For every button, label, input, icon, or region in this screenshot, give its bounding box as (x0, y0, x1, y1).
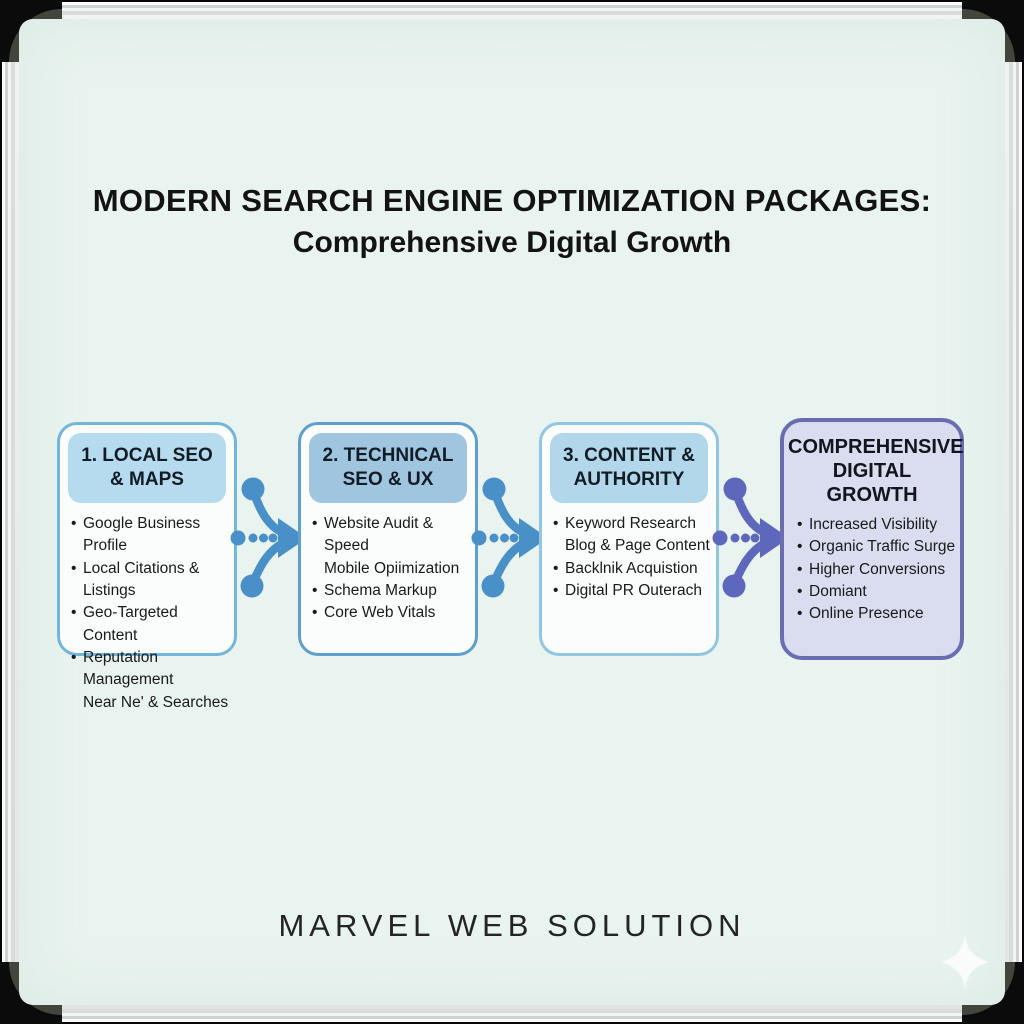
flow-arrow-icon (712, 422, 789, 614)
box-header-line: DIGITAL (832, 460, 912, 482)
list-item: Reputation Management (70, 647, 230, 692)
box-header: 1. LOCAL SEO & MAPS (68, 433, 226, 503)
list-item: Backlnik Acquistion (552, 558, 712, 581)
box-technical-seo-ux: 2. TECHNICAL SEO & UX Website Audit & Sp… (298, 422, 478, 656)
box-header: 3. CONTENT & AUTHORITY (550, 433, 708, 503)
list-item: Schema Markup (311, 580, 471, 603)
flow-arrow-icon (471, 422, 548, 614)
box-header-line: 2. TECHNICAL (322, 445, 454, 467)
list-item-continuation: Near Ne' & Searches (83, 693, 229, 711)
list-item: Local Citations & Listings (70, 558, 230, 603)
box-header-line: 1. LOCAL SEO (81, 445, 213, 467)
title-block: MODERN SEARCH ENGINE OPTIMIZATION PACKAG… (0, 183, 1024, 260)
box-comprehensive-digital-growth: COMPREHENSIVE DIGITAL GROWTH Increased V… (780, 418, 964, 660)
list-item: Website Audit & Speed (311, 513, 471, 558)
box-header-line: COMPREHENSIVE (788, 436, 964, 458)
list-item: Keyword Research (552, 513, 712, 536)
box-header-line: 3. CONTENT & (563, 445, 695, 467)
box-header-line: SEO & UX (342, 469, 434, 490)
sparkle-icon (936, 933, 994, 991)
box-item-list: Website Audit & Speed Mobile Opiimizatio… (301, 513, 475, 625)
seo-flow-diagram: 1. LOCAL SEO & MAPS Google Business Prof… (57, 418, 964, 711)
list-item: Increased Visibility (796, 514, 956, 537)
list-item-continuation: Blog & Page Content (565, 537, 710, 555)
box-local-seo-maps: 1. LOCAL SEO & MAPS Google Business Prof… (57, 422, 237, 711)
list-item: Higher Conversions (796, 559, 956, 582)
box-header-line: AUTHORITY (573, 469, 685, 490)
brand-footer: MARVEL WEB SOLUTION (278, 908, 746, 943)
flow-arrow-icon (230, 422, 307, 614)
box-item-list: Google Business Profile Local Citations … (60, 513, 234, 714)
list-item-continuation: Mobile Opiimization (324, 559, 460, 577)
box-header-line: GROWTH (826, 484, 918, 506)
list-item: Organic Traffic Surge (796, 536, 956, 559)
list-item: Google Business Profile (70, 513, 230, 558)
box-item-list: Keyword Research Blog & Page Content Bac… (542, 513, 716, 603)
page-subtitle: Comprehensive Digital Growth (292, 226, 732, 259)
list-item: Domiant (796, 581, 956, 604)
list-item: Core Web Vitals (311, 602, 471, 625)
list-item: Online Presence (796, 603, 956, 626)
box-content-authority: 3. CONTENT & AUTHORITY Keyword Research … (539, 422, 719, 656)
box-header: COMPREHENSIVE DIGITAL GROWTH (784, 422, 964, 507)
box-header-line: & MAPS (110, 469, 184, 490)
box-item-list: Increased Visibility Organic Traffic Sur… (784, 514, 960, 626)
box-header: 2. TECHNICAL SEO & UX (309, 433, 467, 503)
list-item: Digital PR Outerach (552, 580, 712, 603)
page-title: MODERN SEARCH ENGINE OPTIMIZATION PACKAG… (92, 183, 932, 218)
list-item: Geo-Targeted Content (70, 602, 230, 647)
